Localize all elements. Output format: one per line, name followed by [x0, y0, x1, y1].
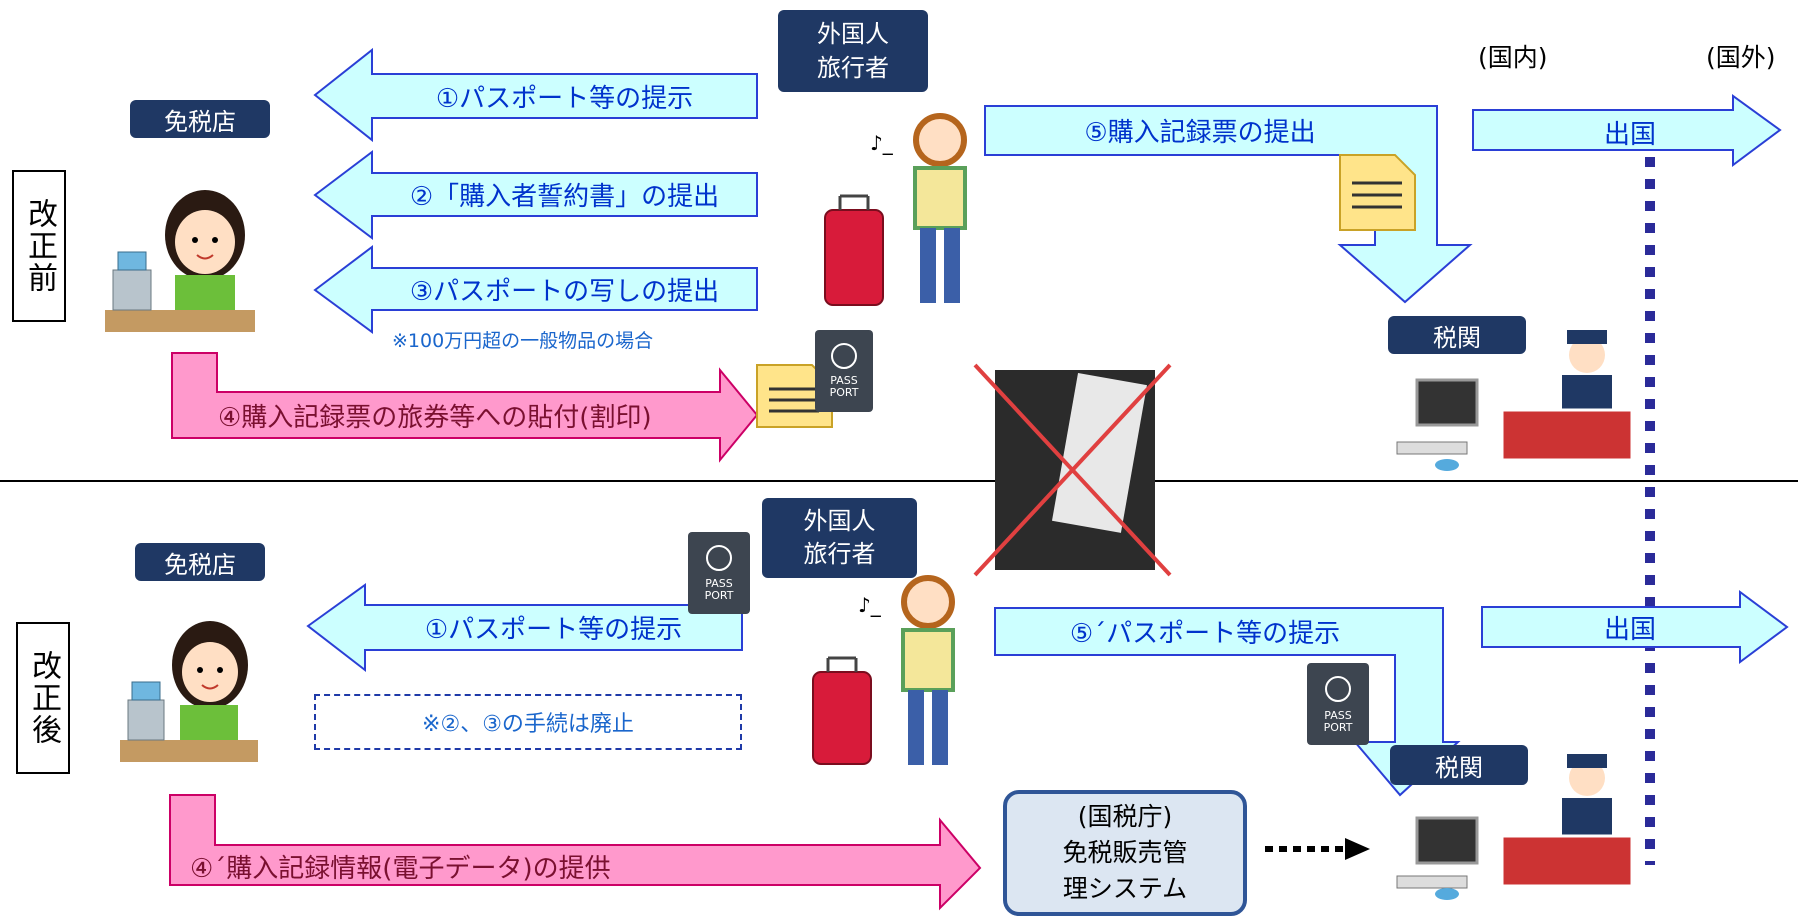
passport-label-line1: PASS [1324, 709, 1352, 722]
traveler-tag-line1: 外国人 [803, 507, 876, 535]
traveler-illustration-before: ♪_ [824, 113, 967, 306]
svg-text:♪_: ♪_ [870, 131, 894, 155]
customs-tag-after: 税関 [1390, 745, 1528, 785]
customs-illustration-before [1396, 330, 1634, 471]
arrow-departure-after [1481, 590, 1789, 664]
record-slip-icon-customs [1339, 154, 1416, 231]
shopkeeper-illustration-before [105, 190, 255, 332]
arrow-step4-before [171, 352, 759, 463]
passport-label-after: PASS PORT [697, 578, 741, 602]
step2-label-before: ②「購入者誓約書」の提出 [409, 182, 720, 212]
nta-line1: (国税庁) [1077, 802, 1173, 831]
shopkeeper-illustration-after [120, 621, 258, 762]
departure-label-after: 出国 [1603, 614, 1656, 645]
arrow-step4-after [169, 794, 982, 911]
step3-label-before: ③パスポートの写しの提出 [409, 276, 720, 307]
passport-icon-after [688, 532, 750, 614]
traveler-illustration-after: ♪_ [812, 575, 955, 765]
traveler-tag-after: 外国人 旅行者 [762, 498, 917, 578]
svg-text:♪_: ♪_ [858, 593, 882, 617]
passport-label-line1: PASS [830, 374, 858, 387]
step3-note-before: ※100万円超の一般物品の場合 [392, 330, 654, 352]
side-label-before: 改正前 [12, 170, 66, 322]
dotted-arrow-head [1345, 838, 1370, 860]
traveler-tag-before: 外国人 旅行者 [778, 10, 928, 92]
passport-label-customs: PASS PORT [1316, 710, 1360, 734]
passport-icon-shop [815, 330, 873, 412]
step5-label-after: ⑤´パスポート等の提示 [1069, 619, 1341, 649]
passport-label-line2: PORT [1323, 721, 1353, 734]
step5-label-before: ⑤購入記録票の提出 [1084, 118, 1316, 148]
arrow-step1-before [313, 47, 758, 143]
arrow-step1-after [306, 583, 743, 673]
header-abroad: (国外) [1706, 43, 1776, 72]
customs-illustration-after [1396, 754, 1634, 900]
traveler-tag-line1: 外国人 [817, 20, 889, 48]
departure-label-before: 出国 [1603, 119, 1656, 150]
step4-label-after: ④´購入記録情報(電子データ)の提供 [190, 854, 611, 884]
step4-label-before: ④購入記録票の旅券等への貼付(割印) [218, 403, 652, 433]
crossed-out-paper-photo [973, 363, 1172, 577]
nta-system-box: (国税庁) 免税販売管 理システム [1003, 790, 1247, 916]
nta-line2: 免税販売管 [1062, 838, 1188, 867]
passport-label-line2: PORT [829, 386, 859, 399]
abolished-note-after: ※②、③の手続は廃止 [314, 694, 742, 750]
arrow-step5-after [994, 607, 1461, 797]
nta-line3: 理システム [1062, 874, 1188, 903]
passport-label-line1: PASS [705, 577, 733, 590]
header-domestic: (国内) [1478, 43, 1548, 72]
passport-label-shop: PASS PORT [822, 375, 866, 399]
shop-tag-after: 免税店 [135, 543, 265, 581]
passport-icon-customs [1307, 663, 1369, 745]
traveler-tag-line2: 旅行者 [817, 54, 889, 82]
record-slip-icon-shop [756, 364, 833, 428]
passport-label-line2: PORT [704, 589, 734, 602]
traveler-tag-line2: 旅行者 [803, 540, 876, 568]
arrow-departure-before [1472, 94, 1782, 167]
customs-tag-before: 税関 [1388, 316, 1526, 354]
arrow-step3-before [313, 244, 758, 334]
shop-tag-before: 免税店 [130, 100, 270, 138]
step1-label-after: ①パスポート等の提示 [424, 615, 683, 645]
side-label-after: 改正後 [16, 622, 70, 774]
step1-label-before: ①パスポート等の提示 [435, 83, 694, 114]
arrow-step2-before [313, 149, 758, 241]
